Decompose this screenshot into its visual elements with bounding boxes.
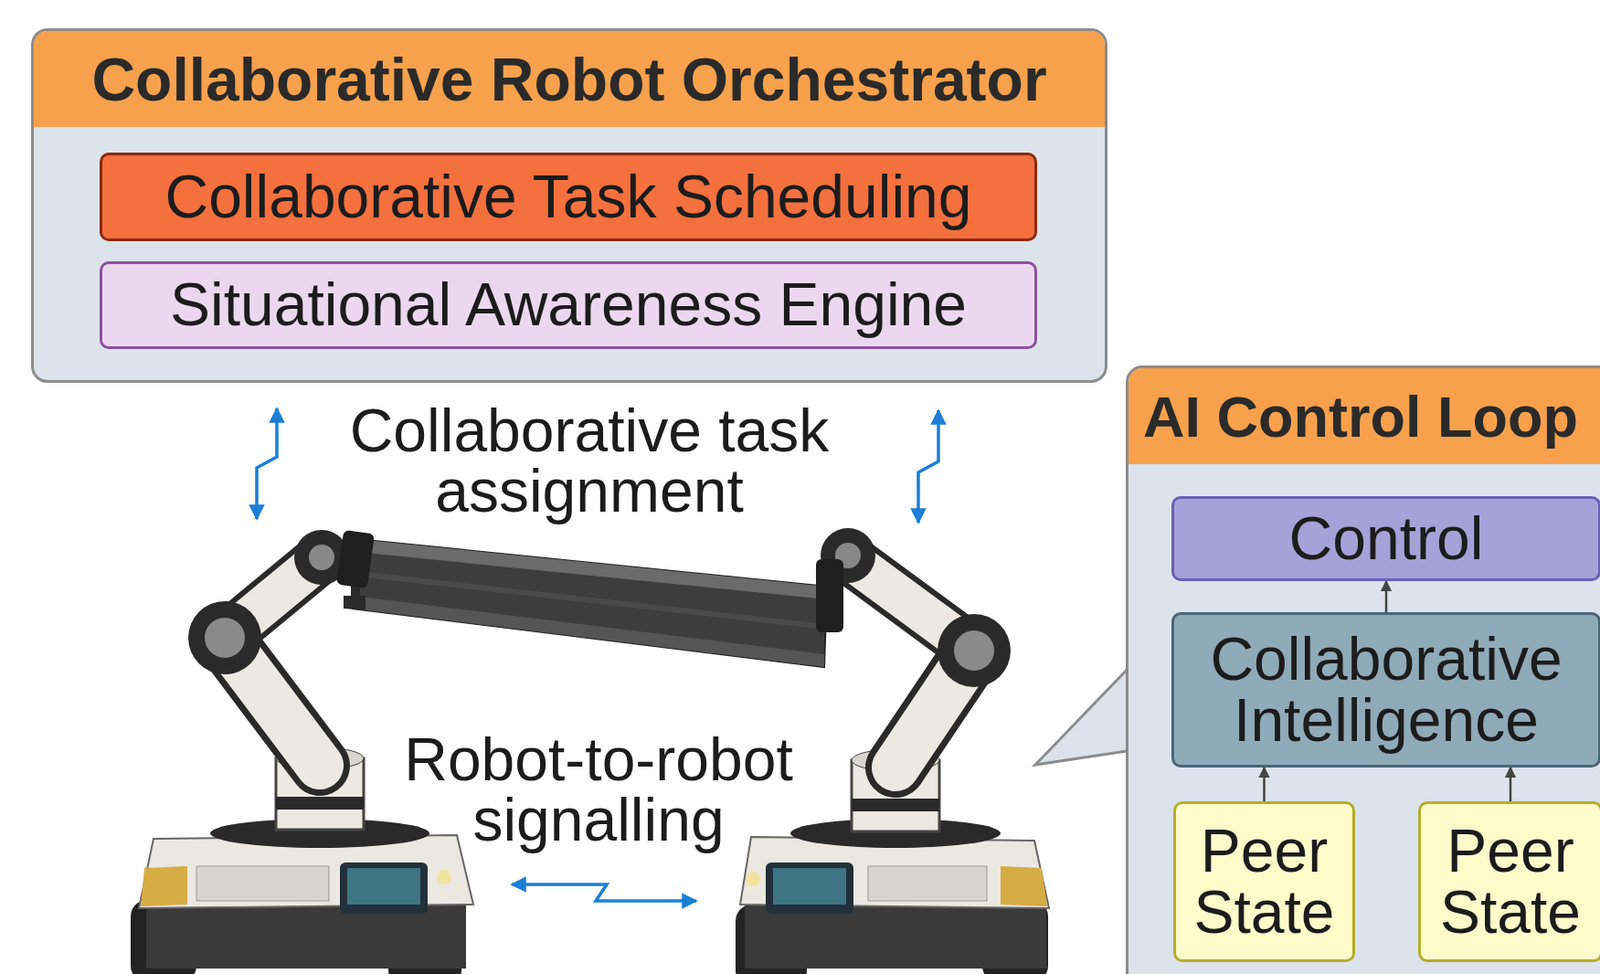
body-panel bbox=[868, 866, 987, 901]
screen bbox=[765, 862, 854, 914]
beam-web bbox=[352, 539, 827, 668]
annotation-label: Collaborative task assignment bbox=[319, 400, 859, 521]
node-label: Situational Awareness Engine bbox=[169, 274, 967, 336]
state-box: Peer State bbox=[1173, 801, 1356, 963]
joint bbox=[308, 544, 335, 571]
callout-pointer bbox=[1035, 663, 1134, 765]
wireless-link bbox=[918, 410, 939, 523]
process-box: Control bbox=[1171, 496, 1600, 582]
body-panel bbox=[140, 866, 188, 907]
process-box: Situational Awareness Engine bbox=[99, 261, 1038, 350]
orchestrator-panel: Collaborative Robot OrchestratorCollabor… bbox=[31, 28, 1108, 383]
node-label: Peer State bbox=[1183, 820, 1346, 944]
joint bbox=[937, 614, 1011, 688]
node-label: Collaborative Task Scheduling bbox=[165, 166, 973, 228]
beam-flange bbox=[356, 539, 827, 600]
control-loop-panel: AI Control LoopControlCollaborative Inte… bbox=[1125, 365, 1600, 974]
process-box: Collaborative Task Scheduling bbox=[99, 152, 1038, 242]
screen bbox=[339, 862, 428, 914]
joint bbox=[188, 601, 262, 675]
flow-arrow bbox=[1262, 767, 1266, 802]
flow-arrow bbox=[1509, 767, 1513, 802]
beam-flange bbox=[352, 595, 825, 668]
header-band: Collaborative Robot Orchestrator bbox=[33, 31, 1105, 128]
gripper bbox=[815, 559, 844, 633]
header-title: AI Control Loop bbox=[1143, 383, 1579, 450]
screen bbox=[347, 868, 421, 905]
state-box: Peer State bbox=[1418, 801, 1600, 963]
steel-beam bbox=[343, 537, 827, 668]
beam-web bbox=[358, 573, 826, 627]
wireless-link bbox=[256, 408, 277, 520]
process-box: Collaborative Intelligence bbox=[1171, 612, 1600, 768]
lamp bbox=[436, 869, 452, 885]
annotation-label: Robot-to-robot signalling bbox=[392, 729, 805, 850]
screen bbox=[773, 868, 847, 905]
joint bbox=[204, 617, 245, 658]
gripper bbox=[336, 529, 375, 589]
turret bbox=[275, 796, 364, 810]
header-title: Collaborative Robot Orchestrator bbox=[91, 44, 1047, 115]
body-panel bbox=[1000, 866, 1048, 907]
lamp bbox=[745, 871, 761, 887]
turret bbox=[851, 798, 940, 812]
node-label: Control bbox=[1289, 508, 1484, 570]
joint bbox=[953, 630, 995, 671]
body-panel bbox=[196, 866, 329, 901]
node-label: Collaborative Intelligence bbox=[1183, 628, 1590, 753]
header-band: AI Control Loop bbox=[1128, 368, 1600, 465]
flow-arrow bbox=[1385, 581, 1389, 613]
node-label: Peer State bbox=[1428, 820, 1593, 944]
wireless-link bbox=[511, 884, 697, 901]
